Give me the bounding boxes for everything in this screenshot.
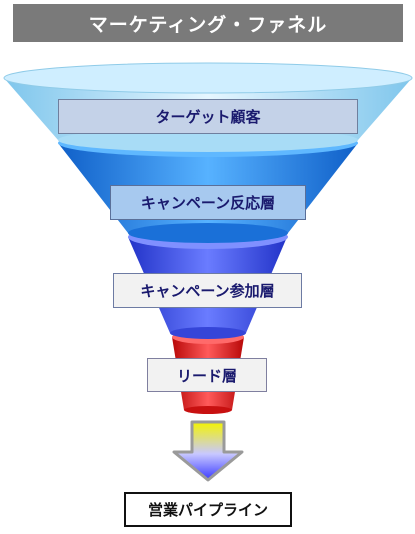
down-arrow-icon: [172, 420, 244, 482]
stage-label-lead: リード層: [147, 358, 267, 392]
diagram-title: マーケティング・ファネル: [13, 4, 403, 42]
sales-pipeline-box: 営業パイプライン: [124, 492, 292, 527]
stage-label-campaign-response: キャンペーン反応層: [110, 185, 306, 220]
stage-label-campaign-participation: キャンペーン参加層: [113, 273, 302, 308]
stage-label-target-customers: ターゲット顧客: [58, 99, 358, 134]
